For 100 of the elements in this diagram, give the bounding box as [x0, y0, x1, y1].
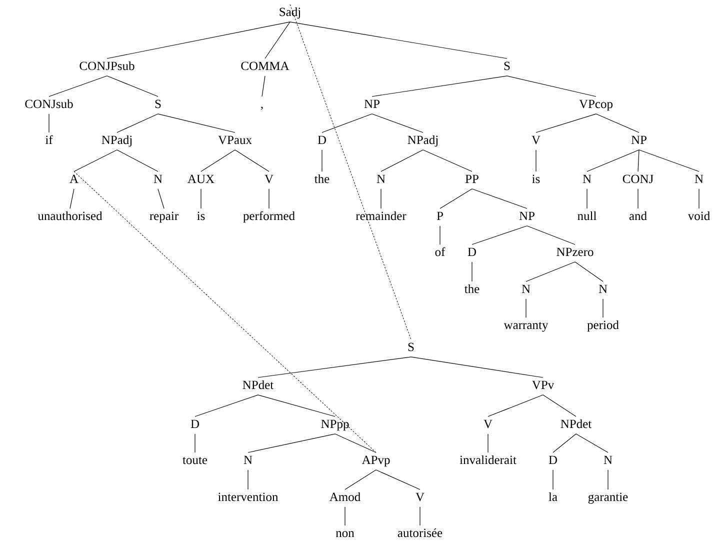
branch-line — [264, 22, 290, 59]
category-label: A — [70, 174, 78, 183]
category-label: N — [582, 174, 592, 183]
category-label: D — [190, 420, 200, 428]
category-label: NPadj — [102, 135, 132, 147]
branch-line — [488, 394, 544, 417]
branch-line — [106, 76, 158, 97]
branch-line — [574, 262, 604, 282]
category-label: NPdet — [560, 419, 592, 428]
category-label: NP — [631, 136, 646, 144]
branch-line — [48, 76, 108, 97]
category-label: PP — [465, 174, 478, 183]
branch-line — [372, 76, 508, 97]
branch-line — [552, 470, 554, 490]
branch-line — [380, 188, 382, 209]
category-label: N — [244, 456, 252, 464]
category-label: NPadj — [408, 135, 438, 147]
category-label: NPdet — [242, 380, 274, 390]
branch-line — [344, 506, 346, 526]
word: is — [532, 174, 540, 184]
word: garantie — [588, 492, 628, 504]
category-label: V — [264, 174, 274, 184]
branch-line — [526, 262, 576, 282]
branch-line — [158, 114, 236, 133]
branch-line — [542, 394, 576, 417]
category-label: V — [416, 492, 424, 502]
branch-line — [106, 22, 290, 59]
branch-line — [576, 434, 608, 453]
word: , — [260, 106, 263, 110]
branch-line — [74, 150, 118, 172]
branch-line — [506, 76, 596, 97]
category-label: VPaux — [218, 136, 252, 144]
branch-line — [200, 150, 236, 172]
category-label: S — [408, 342, 414, 352]
word: warranty — [504, 322, 548, 332]
word: intervention — [218, 492, 278, 502]
category-label: D — [548, 456, 558, 464]
alignment-link — [74, 171, 376, 453]
word: period — [587, 320, 619, 332]
branch-line — [48, 114, 50, 133]
category-label: VPv — [532, 380, 554, 390]
category-label: N — [376, 174, 386, 183]
branch-line — [268, 188, 270, 209]
branch-line — [410, 356, 544, 378]
category-label: NPpp — [321, 420, 349, 431]
word: if — [45, 135, 53, 144]
category-label: S — [504, 62, 510, 70]
category-label: NPzero — [556, 248, 594, 256]
category-label: CONJ — [622, 174, 654, 184]
branch-line — [586, 150, 640, 172]
branch-line — [258, 356, 412, 378]
category-label: NP — [364, 100, 380, 108]
branch-line — [698, 188, 700, 209]
branch-line — [234, 150, 270, 172]
category-label: D — [318, 136, 326, 144]
alignment-link — [290, 4, 412, 340]
word: and — [629, 211, 647, 220]
branch-line — [596, 114, 640, 133]
category-label: N — [604, 456, 612, 464]
word: of — [435, 247, 446, 256]
branch-line — [422, 150, 472, 172]
branch-line — [586, 188, 588, 209]
branch-line — [380, 150, 424, 172]
word: invaliderait — [460, 455, 516, 464]
category-label: Amod — [330, 492, 360, 502]
branch-line — [248, 434, 336, 453]
branch-line — [472, 188, 528, 209]
word: unauthorised — [38, 211, 102, 220]
category-label: Sadj — [280, 7, 300, 19]
word: repair — [150, 212, 178, 223]
category-label: N — [598, 284, 608, 293]
branch-line — [290, 22, 508, 59]
branch-line — [200, 188, 202, 209]
category-label: V — [484, 420, 492, 428]
branch-line — [638, 150, 640, 172]
branch-line — [322, 114, 372, 133]
word: remainder — [356, 211, 406, 220]
branch-line — [258, 394, 336, 417]
word: the — [314, 174, 330, 184]
word: toute — [182, 456, 208, 464]
category-label: S — [155, 100, 161, 108]
branch-line — [440, 188, 472, 209]
branch-line — [344, 470, 376, 490]
word: null — [578, 211, 596, 220]
category-label: V — [532, 136, 540, 144]
word: is — [197, 212, 205, 220]
category-label: VPcop — [579, 100, 613, 111]
word: non — [336, 531, 354, 538]
category-label: NP — [519, 212, 534, 220]
word: la — [548, 492, 558, 502]
branch-line — [70, 188, 74, 209]
category-label: AUX — [188, 174, 214, 184]
branch-line — [158, 188, 164, 209]
branch-line — [194, 394, 258, 417]
branch-line — [602, 298, 604, 318]
branch-line — [194, 434, 196, 453]
branch-line — [116, 150, 158, 172]
category-label: D — [468, 248, 476, 256]
category-label: CONJsub — [25, 99, 73, 108]
branch-line — [472, 226, 528, 245]
